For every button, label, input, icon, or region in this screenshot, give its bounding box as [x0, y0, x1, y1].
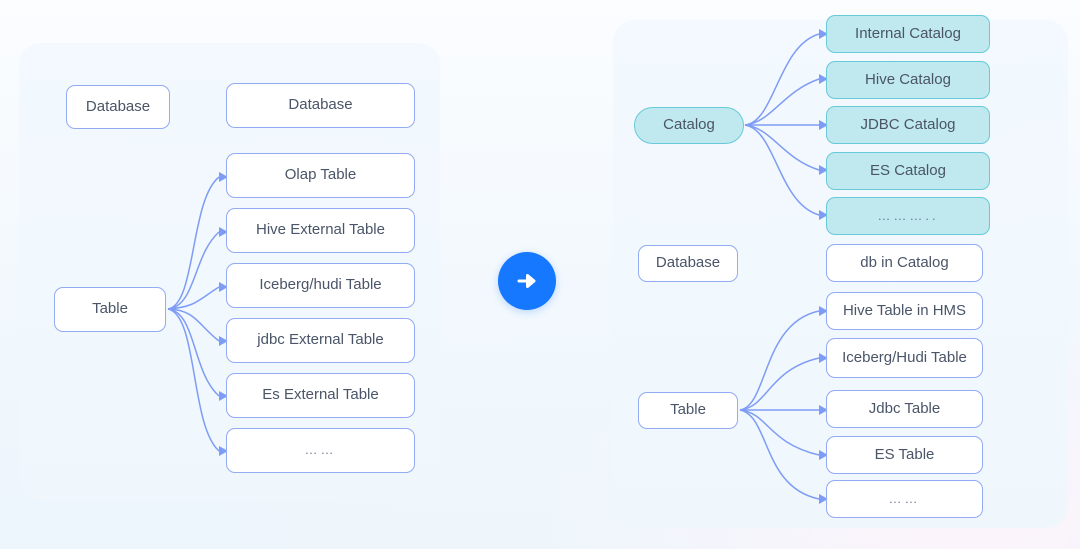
right-catalog-child-ellipsis[interactable]: ……….. [826, 197, 990, 235]
left-table-child-jdbc-external-table[interactable]: jdbc External Table [226, 318, 415, 363]
right-database-child-db-in-catalog[interactable]: db in Catalog [826, 244, 983, 282]
left-database-root[interactable]: Database [66, 85, 170, 129]
right-table-child-jdbc-table[interactable]: Jdbc Table [826, 390, 983, 428]
right-arrow-icon [517, 274, 536, 288]
right-catalog-child-internal-catalog[interactable]: Internal Catalog [826, 15, 990, 53]
right-table-root[interactable]: Table [638, 392, 738, 429]
left-database-child[interactable]: Database [226, 83, 415, 128]
left-table-child-olap-table[interactable]: Olap Table [226, 153, 415, 198]
right-table-child-hive-table-in-hms[interactable]: Hive Table in HMS [826, 292, 983, 330]
right-catalog-child-es-catalog[interactable]: ES Catalog [826, 152, 990, 190]
ellipsis-text: …… [888, 490, 921, 506]
left-table-child-es-external-table[interactable]: Es External Table [226, 373, 415, 418]
ellipsis-text: ……….. [877, 207, 939, 223]
right-table-child-ellipsis[interactable]: …… [826, 480, 983, 518]
right-table-child-iceberg-hudi-table[interactable]: Iceberg/Hudi Table [826, 338, 983, 378]
transition-arrow-badge [498, 252, 556, 310]
left-table-child-ellipsis[interactable]: …… [226, 428, 415, 473]
left-table-root[interactable]: Table [54, 287, 166, 332]
right-table-child-es-table[interactable]: ES Table [826, 436, 983, 474]
ellipsis-text: …… [304, 442, 337, 458]
right-catalog-child-jdbc-catalog[interactable]: JDBC Catalog [826, 106, 990, 144]
right-catalog-child-hive-catalog[interactable]: Hive Catalog [826, 61, 990, 99]
right-database-root[interactable]: Database [638, 245, 738, 282]
right-catalog-root[interactable]: Catalog [634, 107, 744, 144]
left-table-child-iceberg-hudi-table[interactable]: Iceberg/hudi Table [226, 263, 415, 308]
left-table-child-hive-external-table[interactable]: Hive External Table [226, 208, 415, 253]
